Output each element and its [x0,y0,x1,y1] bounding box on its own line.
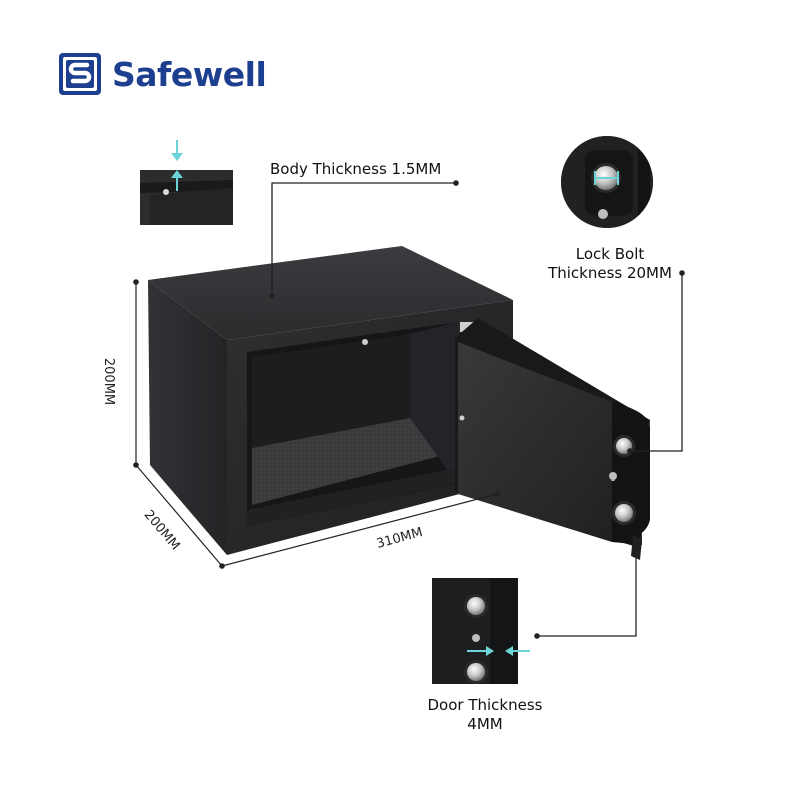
height-dimension-label: 200MM [101,357,117,406]
door-thickness-arrow-icon [467,646,530,656]
brand-logo: Safewell [58,51,267,97]
leader-dots [269,180,685,639]
dimension-lines [135,282,498,567]
brand-name: Safewell [112,54,267,94]
safe-door [455,318,651,560]
body-thickness-detail [140,140,233,225]
door-thickness-label-line2: 4MM [467,715,503,733]
leader-lines [271,182,683,637]
lower-knob [615,504,633,522]
lock-bolt-label-line2: Thickness 20MM [548,264,672,282]
lock-bolt-detail [561,136,653,228]
body-thickness-label: Body Thickness 1.5MM [270,160,442,178]
safe-body [148,246,513,555]
safewell-logo-icon [59,53,101,95]
carpet-mat [252,418,455,505]
bolt-width-arrow-icon [594,171,619,185]
lock-bolt-label-line1: Lock Bolt [575,245,645,263]
thickness-arrow-icon [171,140,183,191]
door-thickness-label-line1: Door Thickness [427,696,543,714]
door-thickness-detail [432,578,530,684]
dimension-dots [133,279,500,569]
